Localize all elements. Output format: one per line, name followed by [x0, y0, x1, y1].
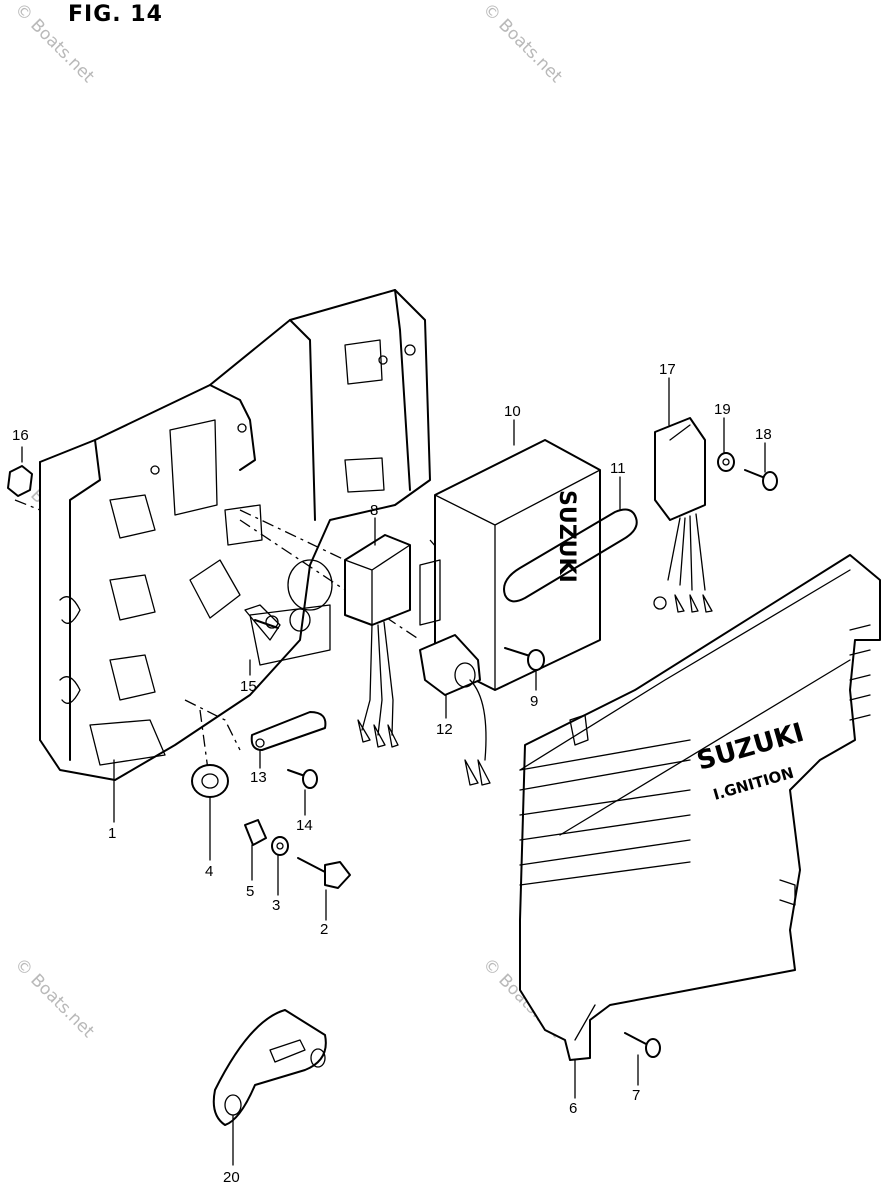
callout-12: 12	[436, 721, 453, 738]
figure-title: FIG. 14	[68, 2, 163, 27]
part-2-bolt	[297, 857, 351, 889]
part-18-screw	[744, 469, 778, 491]
callout-7: 7	[632, 1087, 640, 1104]
callout-14: 14	[296, 817, 313, 834]
part-15-bracket	[244, 604, 281, 641]
callout-1: 1	[108, 825, 116, 842]
callout-2: 2	[320, 921, 328, 938]
part-1-housing	[39, 289, 431, 781]
callout-10: 10	[504, 403, 521, 420]
part-8-regulator	[344, 534, 411, 748]
callout-19: 19	[714, 401, 731, 418]
part-7-screw	[624, 1032, 661, 1058]
callout-17: 17	[659, 361, 676, 378]
part-5-collar	[244, 819, 267, 846]
callout-16: 16	[12, 427, 29, 444]
callout-6: 6	[569, 1100, 577, 1117]
callout-8: 8	[370, 502, 378, 519]
part-4-grommet	[191, 764, 229, 798]
callout-15: 15	[240, 678, 257, 695]
callout-labels: 1 2 3 4 5 6 7 8 9 10 11 12 13 14 15 16 1…	[12, 361, 772, 1186]
callout-18: 18	[755, 426, 772, 443]
watermark-bottom-left: © Boats.net	[10, 954, 98, 1042]
part-17-rectifier	[653, 417, 713, 613]
part-13-strap	[250, 711, 327, 751]
leader-lines	[21, 377, 766, 1166]
part-6-cover: SUZUKI I.GNITION	[519, 554, 881, 1061]
callout-11: 11	[610, 460, 626, 477]
part-16-nut	[7, 465, 33, 497]
watermark-top-left: © Boats.net	[10, 0, 98, 87]
callout-4: 4	[205, 863, 213, 880]
part-11-band	[503, 508, 638, 603]
cover-ribs	[519, 624, 871, 886]
part-12-coil	[419, 634, 491, 786]
part-19-washer	[717, 452, 735, 472]
callout-13: 13	[250, 769, 267, 786]
callout-5: 5	[246, 883, 254, 900]
part-20-plate	[212, 1009, 327, 1126]
part-14-screw	[287, 769, 318, 789]
callout-3: 3	[272, 897, 280, 914]
part-3-washer	[271, 836, 289, 856]
callout-9: 9	[530, 693, 538, 710]
part-10-cdi-unit: SUZUKI	[419, 439, 601, 691]
callout-20: 20	[223, 1169, 240, 1186]
watermark-top-center: © Boats.net	[478, 0, 566, 87]
